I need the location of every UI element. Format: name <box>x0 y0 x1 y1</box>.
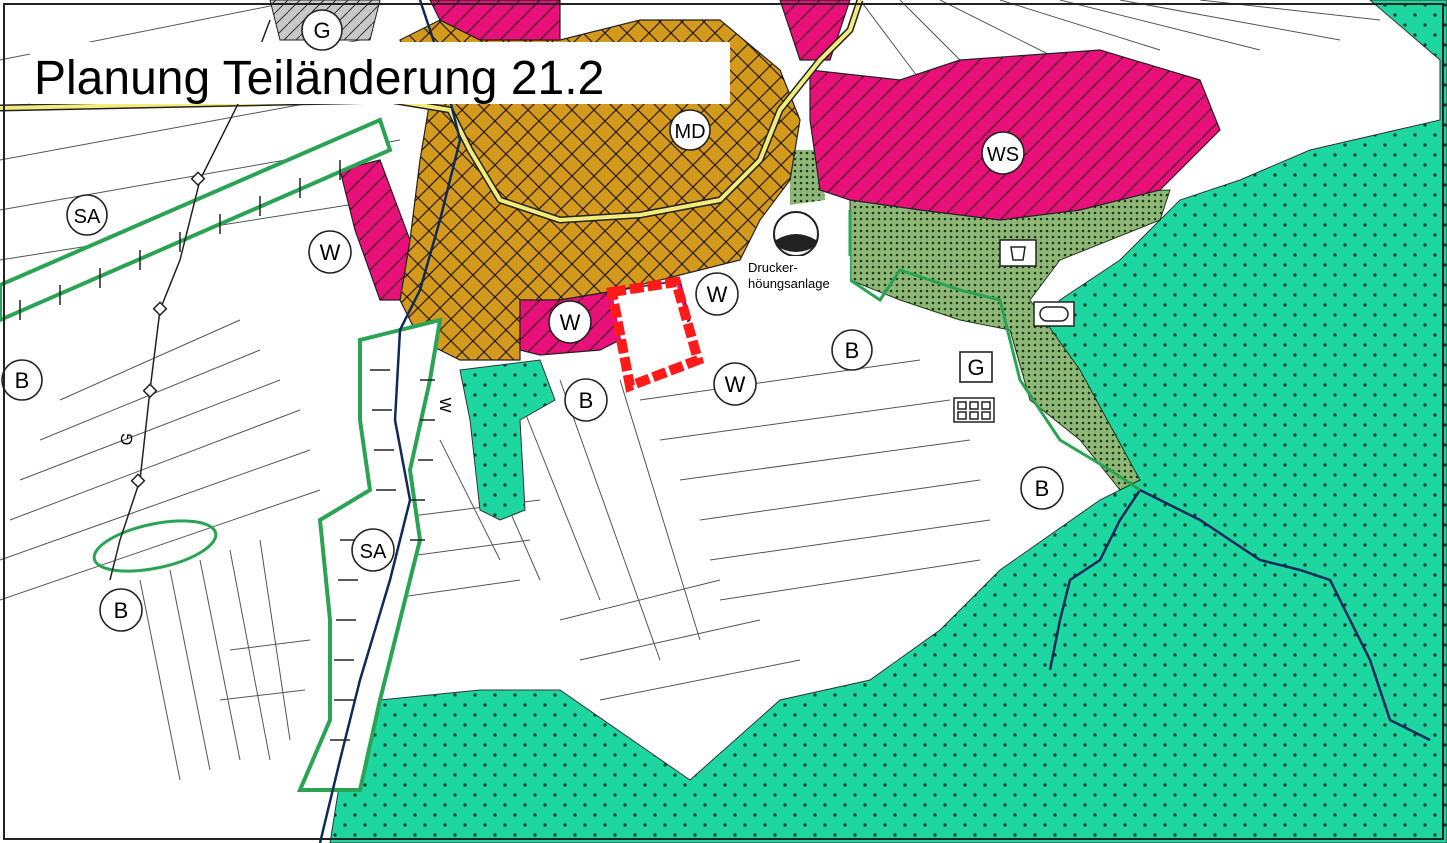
label-ws: WS <box>987 144 1019 166</box>
facility-label-line2: höungsanlage <box>748 276 830 291</box>
green-boundary-right <box>848 210 1141 492</box>
pipeline-node-icon <box>130 171 206 489</box>
label-sa-left: SA <box>74 206 101 228</box>
label-b-far-left: B <box>15 368 30 393</box>
label-md: MD <box>674 121 705 143</box>
oval-facility-icon <box>1033 301 1075 327</box>
stream-line <box>318 0 462 843</box>
green-belt-ticks <box>19 160 341 320</box>
label-w-left: W <box>320 240 341 265</box>
label-circles <box>1 9 1064 632</box>
green-belt-left <box>0 117 393 323</box>
label-sa-center: SA <box>360 541 387 563</box>
depot-icon <box>999 239 1037 267</box>
label-b-right: B <box>1035 476 1050 501</box>
label-w-plan: W <box>725 372 746 397</box>
map-title: Planung Teiländerung 21.2 <box>34 52 604 105</box>
label-box-g <box>959 351 993 383</box>
building-grid-icon <box>953 397 995 423</box>
label-w-mid1: W <box>707 282 728 307</box>
residential-strip-left <box>339 159 411 301</box>
map-frame <box>3 3 1444 840</box>
label-g-pipe: G <box>118 432 137 447</box>
label-b-bottom-left: B <box>114 598 129 623</box>
label-w-mid2: W <box>560 310 581 335</box>
green-ellipse-bottom-left <box>92 519 218 573</box>
label-b-mid1: B <box>845 338 860 363</box>
water-treatment-icon <box>773 211 819 257</box>
forest-area-small <box>459 359 556 521</box>
stream-strip-ticks <box>330 369 435 741</box>
label-b-mid2: B <box>579 388 594 413</box>
label-g-top: G <box>313 18 330 43</box>
shrub-area <box>849 189 1171 491</box>
title-background <box>30 42 730 104</box>
stream-right-2 <box>1139 488 1431 742</box>
facility-label-line1: Drucker- <box>748 260 798 275</box>
stream-right <box>1048 489 1142 671</box>
label-w-strip: W <box>436 397 453 413</box>
residential-area-top <box>429 0 561 41</box>
village-road-fill <box>0 0 862 222</box>
label-g-right: G <box>967 355 984 380</box>
facility-label-bg <box>744 256 850 292</box>
plan-change-area <box>606 276 705 393</box>
